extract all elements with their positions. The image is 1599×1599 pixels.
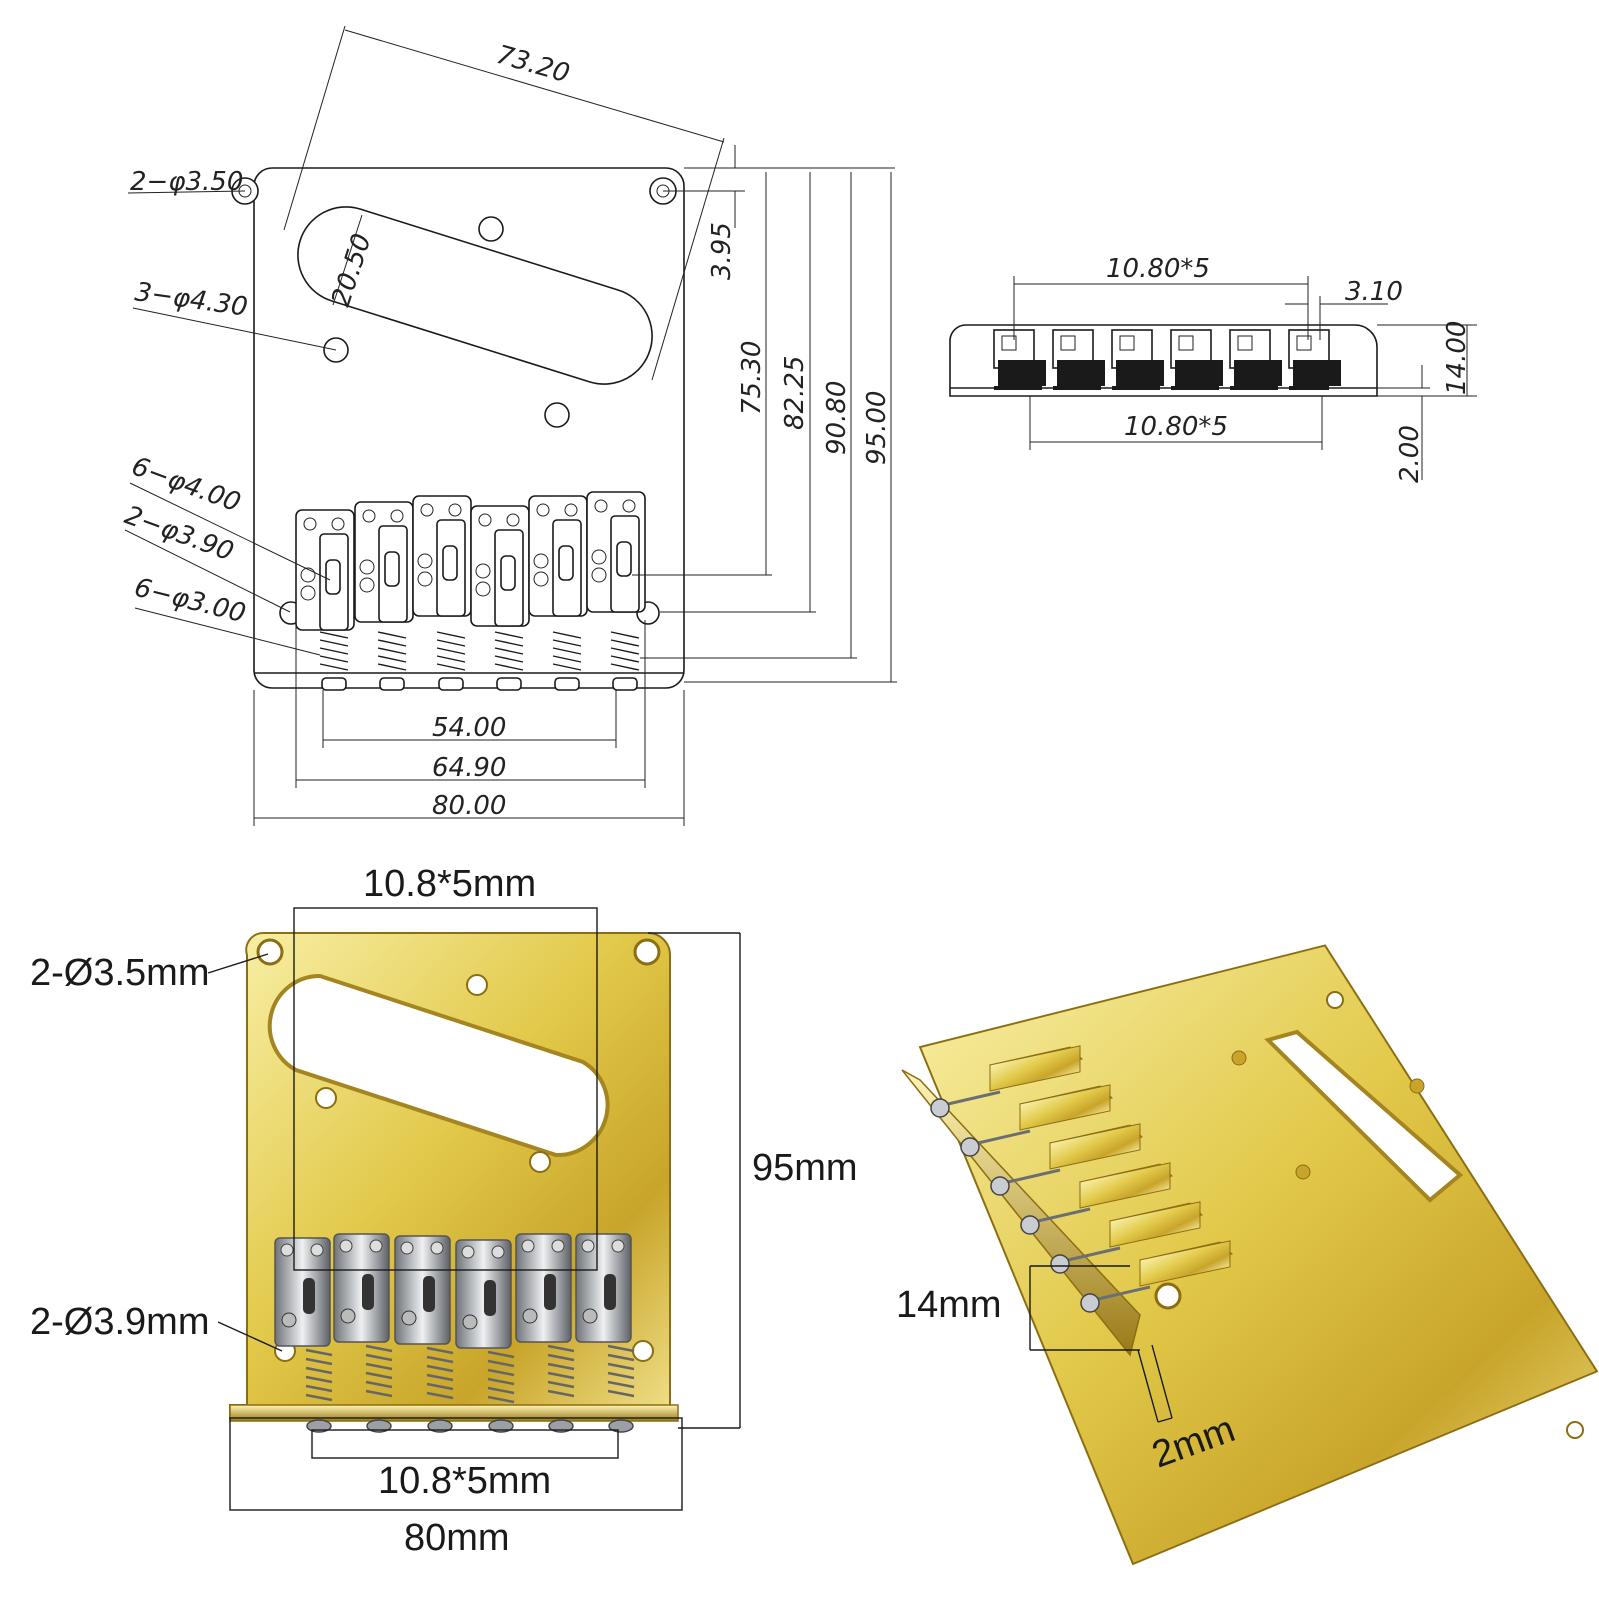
- side-saddles: [993, 329, 1341, 390]
- top-view-drawing: 73.20 2−φ3.50 3−φ4.30 20.50 3.95 75.30 8…: [121, 25, 897, 826]
- side-spacing-top: 10.80*5: [1106, 254, 1210, 284]
- pickup-screw-hole: [478, 216, 504, 242]
- pickup-window: [267, 973, 610, 1158]
- photo-spacing-top: 10.8*5mm: [363, 863, 536, 905]
- spacing-box-bottom: [311, 1429, 619, 1459]
- saddle: [295, 509, 355, 631]
- dimension-lines: [124, 25, 897, 826]
- side-height: 14.00: [1442, 321, 1472, 395]
- chrome-saddles: [274, 1233, 632, 1349]
- angled-baseplate: [918, 944, 1599, 1566]
- dim-width-mid: 64.90: [432, 753, 506, 783]
- dim-height-total: 95.00: [862, 391, 892, 465]
- angled-height: 14mm: [896, 1284, 1002, 1326]
- side-view-drawing: 10.80*5 3.10 10.80*5 14.00 2.00: [949, 254, 1477, 483]
- saddle: [470, 505, 530, 627]
- chrome-springs: [305, 1344, 635, 1404]
- dim-pickup-holes: 3−φ4.30: [133, 277, 249, 322]
- side-thickness: 2.00: [1395, 425, 1425, 483]
- saddle-group: [295, 491, 646, 631]
- angled-springs: [947, 1090, 1151, 1301]
- photo-hole-top: 2-Ø3.5mm: [30, 952, 209, 994]
- dim-height-3: 90.80: [822, 381, 852, 455]
- dim-top-offset: 3.95: [707, 222, 737, 280]
- photo-hole-bottom: 2-Ø3.9mm: [30, 1301, 209, 1343]
- dim-width-outer: 80.00: [432, 791, 506, 821]
- bottom-hole-right: [632, 1340, 654, 1362]
- dim-angle-length: 73.20: [493, 40, 573, 89]
- side-spacing-bottom: 10.80*5: [1124, 412, 1228, 442]
- dim-height-1: 75.30: [737, 341, 767, 415]
- dim-width-inner: 54.00: [432, 713, 506, 743]
- photo-height: 95mm: [752, 1147, 858, 1189]
- side-edge-offset: 3.10: [1345, 277, 1403, 307]
- dim-hole-top: 2−φ3.50: [130, 167, 243, 197]
- width-box: [229, 1417, 683, 1511]
- intonation-springs: [319, 631, 640, 691]
- top-hole-left: [256, 938, 284, 966]
- saddle: [354, 501, 414, 623]
- gold-plate-lip: [229, 1404, 679, 1422]
- pickup-slot: [297, 206, 653, 385]
- dim-spring-holes: 6−φ3.00: [131, 573, 248, 630]
- front-photo: 10.8*5mm 2-Ø3.5mm 2-Ø3.9mm 95mm 10.8*5mm…: [30, 863, 858, 1559]
- pickup-screw-hole: [544, 402, 570, 428]
- top-hole-right: [633, 938, 661, 966]
- dim-height-2: 82.25: [780, 356, 810, 430]
- angled-photo: 14mm 2mm: [896, 944, 1599, 1566]
- angled-screw-heads: [930, 1098, 1100, 1313]
- angled-pickup-window: [1264, 1029, 1464, 1203]
- saddle: [528, 495, 588, 617]
- angled-saddles: [989, 1045, 1233, 1287]
- photo-spacing-bottom: 10.8*5mm: [378, 1460, 551, 1502]
- screw-heads: [306, 1419, 634, 1433]
- photo-width: 80mm: [404, 1517, 510, 1559]
- saddle: [586, 491, 646, 613]
- spacing-box-top: [293, 907, 598, 1271]
- saddle: [412, 495, 472, 617]
